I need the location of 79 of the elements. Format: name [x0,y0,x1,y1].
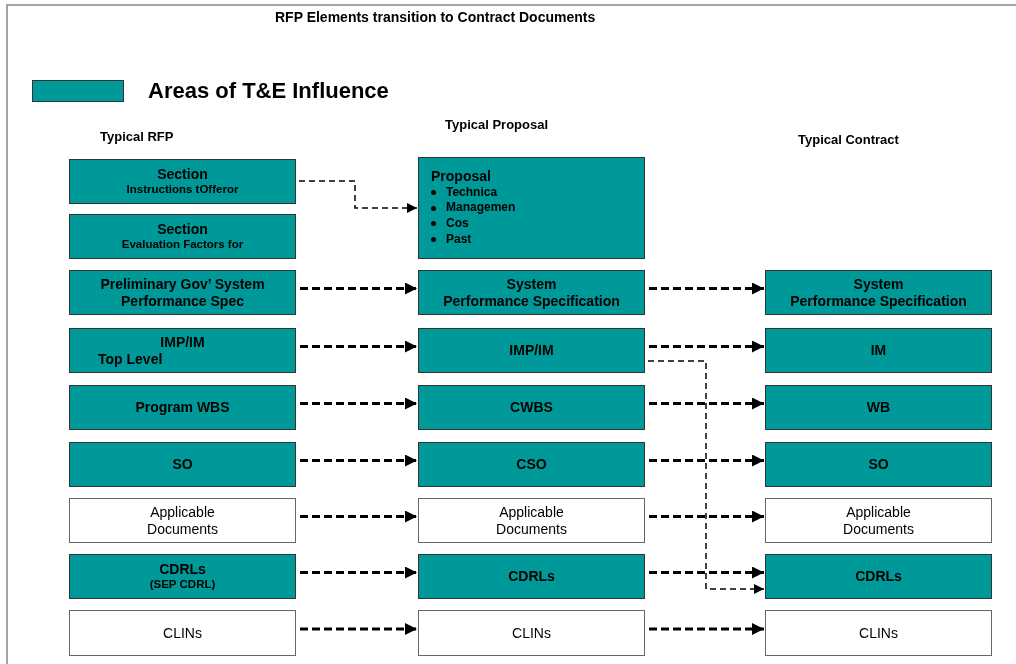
box-text: Applicable Documents [146,503,219,538]
influence-box [69,214,296,259]
box-subtext: Performance Specification [443,292,620,310]
box-text: Preliminary Gov’ System Performance Spec [99,275,266,310]
box-text: Section [157,221,208,238]
box-text: SO [868,456,889,473]
influence-box [69,554,296,599]
box-subtext: Performance Specification [790,292,967,310]
dashed-arrow [647,360,765,595]
influence-box [418,385,645,430]
bullet-item: Managemen [446,200,516,216]
dashed-arrow [300,566,417,579]
box-text: IMP/IM [160,333,205,351]
bullet-item: Cos [446,216,469,232]
influence-box [418,554,645,599]
box-text: Proposal [431,168,491,185]
box-subtext: Instructions tOfferor [126,183,239,197]
dashed-arrow [300,454,417,467]
box-text: CLINs [163,624,202,642]
box-text: IM [870,342,887,359]
influence-box [69,159,296,204]
document-box [69,610,296,656]
dashed-arrow [298,180,418,214]
influence-box [69,442,296,487]
influence-box [765,270,992,315]
box-text: Applicable Documents [495,503,568,538]
dashed-arrow [300,340,417,353]
influence-box [69,385,296,430]
box-text: System [506,275,557,293]
dashed-arrow [300,623,417,635]
box-text: WB [866,399,891,416]
document-box [69,498,296,543]
box-text: CLINs [512,624,551,642]
box-subtext: Evaluation Factors for [121,238,244,252]
influence-box [418,157,645,259]
influence-box [418,442,645,487]
box-text: Section [157,166,208,183]
box-subtext: (SEP CDRL) [149,578,216,592]
dashed-arrow [300,397,417,410]
dashed-arrow [649,566,764,579]
box-text: System [853,275,904,293]
box-text: CLINs [859,624,898,642]
box-text: CDRLs [508,568,555,585]
box-text: CWBS [510,399,553,416]
column-heading: Typical Contract [798,132,899,147]
influence-box [765,328,992,373]
box-text: SO [172,456,193,473]
legend-text: Areas of T&E Influence [148,78,389,104]
influence-box [69,328,296,373]
document-box [765,610,992,656]
dashed-arrow [649,454,764,467]
dashed-arrow [300,282,417,295]
dashed-arrow [649,282,764,295]
dashed-arrow [649,397,764,410]
influence-box [765,554,992,599]
document-box [418,498,645,543]
document-box [418,610,645,656]
dashed-arrow [649,623,764,635]
bullet-item: Technica [446,184,498,201]
box-subtext: Top Level [98,350,163,368]
document-box [765,498,992,543]
dashed-arrow [649,510,764,523]
diagram-title: RFP Elements transition to Contract Documents [275,9,596,25]
influence-box [418,328,645,373]
influence-box [418,270,645,315]
dashed-arrow [649,340,764,353]
bullet-item: Past [446,231,472,248]
column-heading: Typical Proposal [445,117,549,132]
column-heading: Typical RFP [100,129,174,144]
box-text: IMP/IM [509,342,554,359]
box-text: CSO [516,456,547,473]
box-text: Program WBS [135,399,230,416]
box-text: Applicable Documents [842,503,915,538]
box-text: CDRLs [159,561,206,578]
influence-box [765,442,992,487]
dashed-arrow [300,510,417,523]
influence-box [765,385,992,430]
box-text: CDRLs [855,568,902,585]
influence-box [69,270,296,315]
